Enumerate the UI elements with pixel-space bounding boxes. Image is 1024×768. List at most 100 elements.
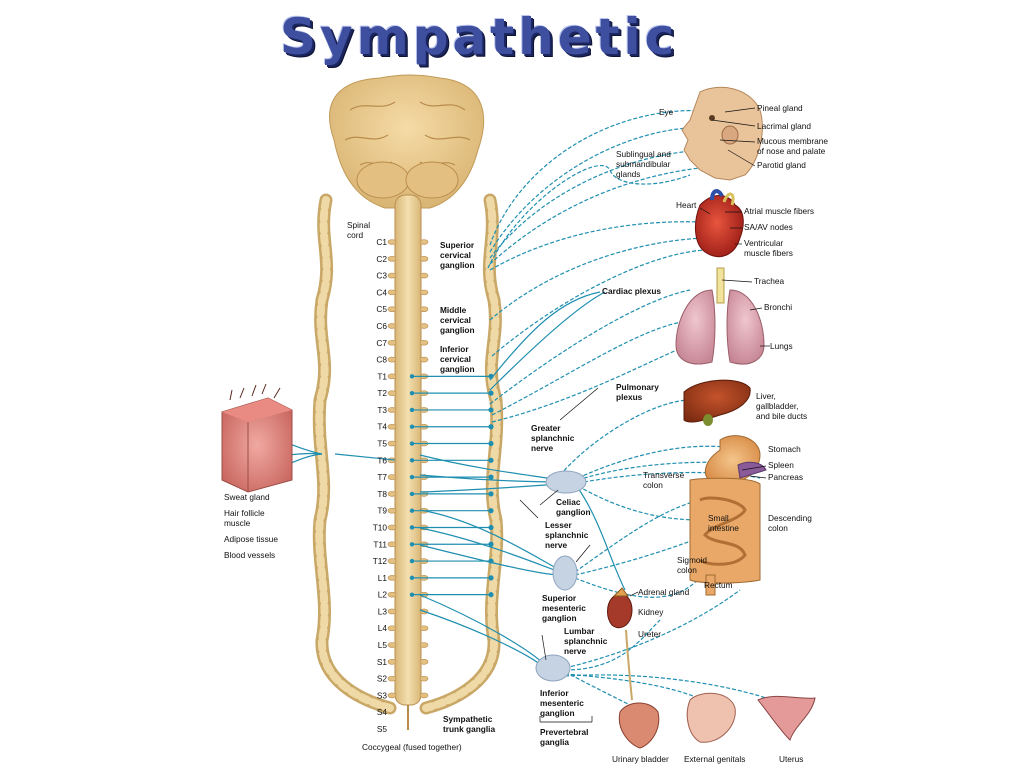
segment-label-t3: T3 [377,405,387,415]
small-intestine-label-2: intestine [708,523,739,533]
atrial-label: Atrial muscle fibers [744,206,814,216]
rootlet-left [387,692,397,699]
rootlet-left [387,524,397,531]
prevertebral-label-2: ganglia [540,737,569,747]
neuron-cell-body [409,525,415,530]
bronchi-label: Bronchi [764,302,792,312]
segment-label-s3: S3 [377,690,388,700]
coccygeal-label: Coccygeal (fused together) [362,742,462,752]
heart-label: Heart [676,200,697,210]
rootlet-left [387,507,397,514]
sigmoid-colon-label-1: Sigmoid [677,555,707,565]
neuron-cell-body [409,508,415,513]
lesser-splanchnic-label-2: splanchnic [545,530,589,540]
liver-label-2: gallbladder, [756,401,798,411]
rootlet-right [419,642,429,648]
rootlet-left [387,289,397,296]
lumbar-splanchnic-label-2: splanchnic [564,636,608,646]
digestive-organs [689,435,767,596]
rootlet-left [387,541,397,548]
celiac-label-2: ganglion [556,507,591,517]
middle-cervical-label-2: cervical [440,315,471,325]
segment-label-t9: T9 [377,506,387,516]
trachea-label: Trachea [754,276,785,286]
chain-ganglion-synapse [488,524,494,531]
chain-ganglion-synapse [488,575,494,581]
neuron-cell-body [409,592,415,597]
rootlet-right [419,323,429,329]
rootlet-right [419,625,429,632]
pulmonary-plexus-label-2: plexus [616,392,643,402]
rootlet-left [387,339,397,346]
skin-tissue [221,383,293,493]
superior-cervical-label-2: cervical [440,250,471,260]
adrenal-gland-label: Adrenal gland [638,587,690,597]
neuron-cell-body [409,491,415,497]
chain-ganglion-synapse [488,508,494,514]
segment-label-c1: C1 [376,237,387,247]
sa-av-label: SA/AV nodes [744,222,793,232]
urinary-bladder [618,702,660,749]
segment-label-c4: C4 [376,287,387,297]
lesser-splanchnic-label-3: nerve [545,540,568,550]
neuron-cell-body [409,390,415,396]
urinary-bladder-label: Urinary bladder [612,754,669,764]
prevertebral-ganglia [535,470,587,682]
rootlet-left [387,608,397,615]
greater-splanchnic-label-1: Greater [531,423,561,433]
transverse-colon-label-2: colon [643,480,663,490]
lumbar-splanchnic-label-3: nerve [564,646,587,656]
chain-ganglion-synapse [488,541,494,547]
segment-label-s2: S2 [377,674,388,684]
rootlet-left [387,407,397,413]
segment-label-c5: C5 [376,304,387,314]
rootlet-left [387,625,397,632]
mucous-membrane-label-2: of nose and palate [757,146,826,156]
segment-label-c2: C2 [376,254,387,264]
segment-label-l3: L3 [378,606,388,616]
sympathetic-trunk-label-1: Sympathetic [443,714,493,724]
rootlet-right [419,306,429,312]
inferior-mesenteric-label-1: Inferior [540,688,569,698]
mucous-membrane-label-1: Mucous membrane [757,136,828,146]
sympathetic-trunk-label-2: trunk ganglia [443,724,495,734]
segment-label-l2: L2 [378,590,388,600]
ventricular-label-2: muscle fibers [744,248,793,258]
rootlet-left [387,575,397,581]
lumbar-splanchnic-label-1: Lumbar [564,626,595,636]
rootlet-right [419,356,429,363]
rootlet-right [419,239,429,245]
sublingual-label-2: submandibular [616,159,671,169]
kidney-label: Kidney [638,607,664,617]
neuron-cell-body [409,441,415,446]
head [681,86,763,181]
rootlet-left [387,423,397,430]
segment-label-c7: C7 [376,338,387,348]
chain-ganglion-synapse [488,407,494,413]
pineal-gland-label: Pineal gland [757,103,803,113]
rootlet-left [387,323,397,329]
sympathetic-chain-right [419,193,504,715]
descending-colon-label-1: Descending [768,513,812,523]
sympathetic-chain-left [312,193,397,715]
segment-label-t10: T10 [373,522,388,532]
segment-label-t7: T7 [377,472,387,482]
liver-label-3: and bile ducts [756,411,807,421]
segment-label-c3: C3 [376,271,387,281]
brain [329,74,485,209]
segment-label-t2: T2 [377,388,387,398]
leader-lines [519,107,770,723]
segment-label-s4: S4 [377,707,388,717]
chain-ganglion-synapse [488,457,494,463]
rootlet-left [387,642,397,648]
celiac-ganglion-shape [545,470,587,494]
segment-label-t8: T8 [377,489,387,499]
greater-splanchnic-label-3: nerve [531,443,554,453]
rootlet-right [419,339,429,346]
chain-ganglion-synapse [488,474,494,480]
segment-label-t6: T6 [377,455,387,465]
lesser-splanchnic-label-1: Lesser [545,520,573,530]
pulmonary-plexus-label-1: Pulmonary [616,382,659,392]
segment-label-s5: S5 [377,724,388,734]
inferior-mesenteric-ganglion-shape [535,654,571,682]
